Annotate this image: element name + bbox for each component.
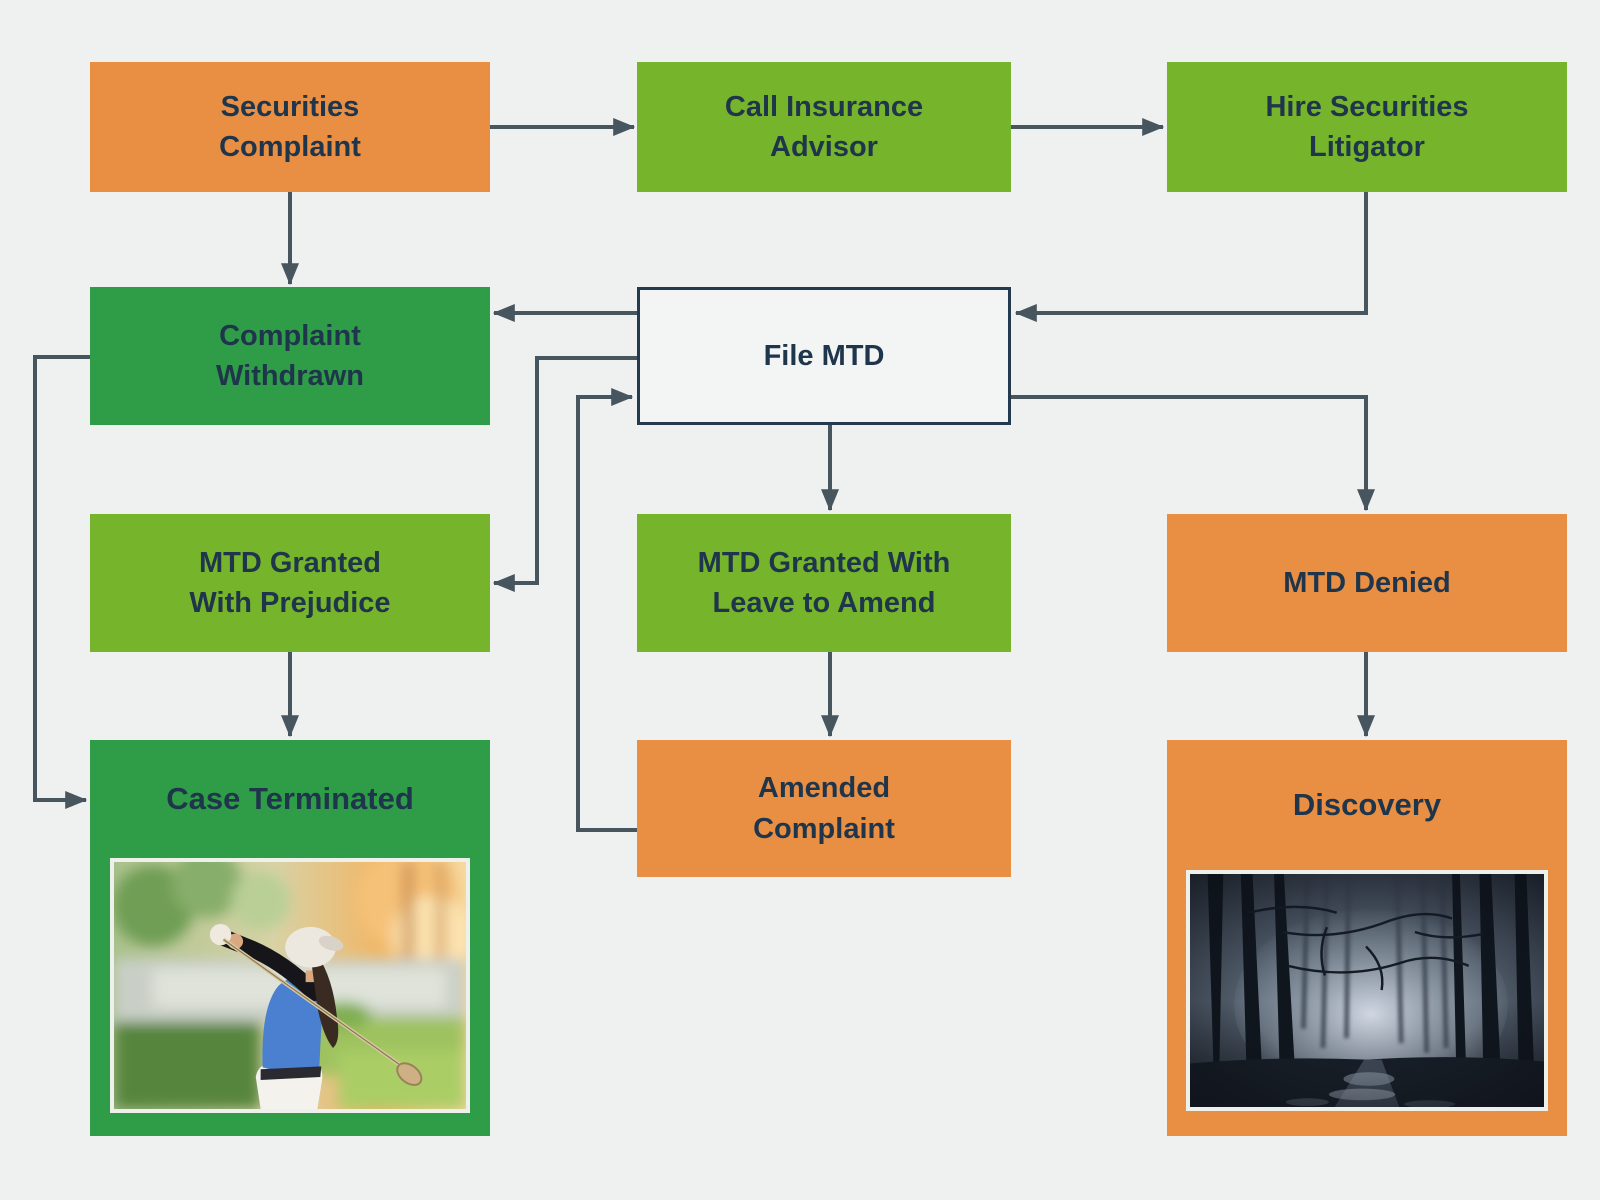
node-label: Call Insurance Advisor <box>724 90 924 163</box>
golf-swing-photo <box>110 858 470 1113</box>
node-discovery: Discovery <box>1167 740 1567 1136</box>
connector-withdrawn-to-terminated <box>33 355 90 809</box>
node-label: MTD Granted With Leave to Amend <box>697 546 951 619</box>
connector-filemtd-to-denied <box>1011 395 1375 512</box>
connector-filemtd-to-prejudice <box>492 356 637 592</box>
golfer-figure <box>209 923 423 1109</box>
node-securities-complaint: Securities Complaint <box>90 62 490 192</box>
node-label: Discovery <box>1292 786 1442 822</box>
node-hire-securities-litigator: Hire Securities Litigator <box>1167 62 1567 192</box>
node-mtd-granted-leave-to-amend: MTD Granted With Leave to Amend <box>637 514 1011 652</box>
node-label: MTD Granted With Prejudice <box>189 546 391 619</box>
node-label: MTD Denied <box>1283 566 1451 599</box>
connector-amended-to-filemtd <box>576 388 637 832</box>
node-amended-complaint: Amended Complaint <box>637 740 1011 877</box>
node-complaint-withdrawn: Complaint Withdrawn <box>90 287 490 425</box>
node-call-insurance-advisor: Call Insurance Advisor <box>637 62 1011 192</box>
node-mtd-denied: MTD Denied <box>1167 514 1567 652</box>
foggy-forest-photo <box>1186 870 1548 1111</box>
node-mtd-granted-with-prejudice: MTD Granted With Prejudice <box>90 514 490 652</box>
node-file-mtd: File MTD <box>637 287 1011 425</box>
node-label: Hire Securities Litigator <box>1265 90 1469 163</box>
node-label: Amended Complaint <box>753 772 895 845</box>
node-label: Case Terminated <box>166 780 414 816</box>
node-label: File MTD <box>763 339 885 372</box>
connector-litigator-to-filemtd <box>1014 192 1368 322</box>
node-label: Securities Complaint <box>219 90 361 163</box>
node-case-terminated: Case Terminated <box>90 740 490 1136</box>
node-label: Complaint Withdrawn <box>216 319 364 392</box>
